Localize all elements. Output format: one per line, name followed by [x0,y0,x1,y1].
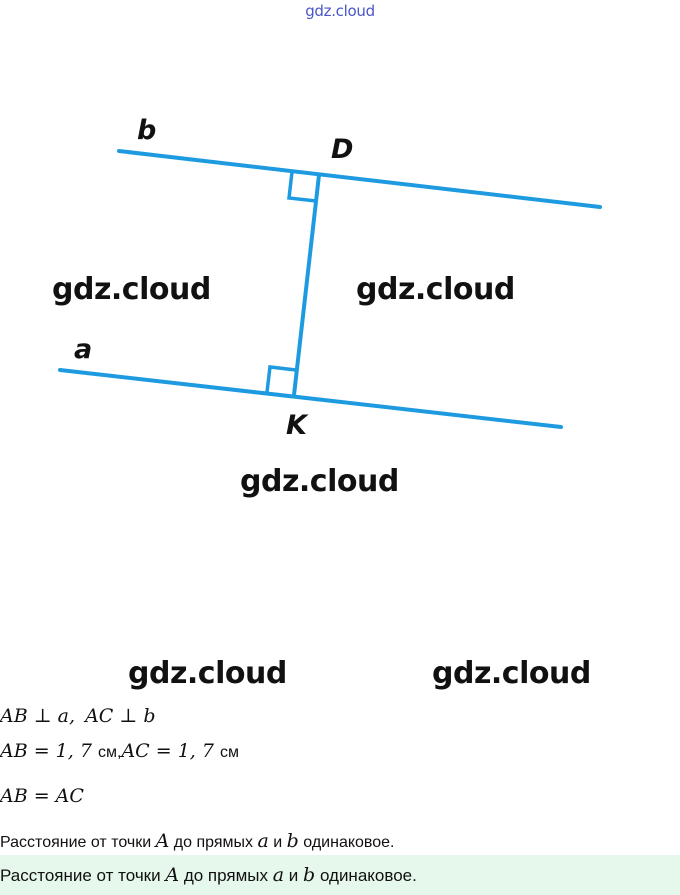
watermark: gdz.cloud [432,656,591,691]
line-a [58,368,563,429]
answer-part: до прямых [183,866,268,885]
math-ac: AC [85,705,114,727]
watermark: gdz.cloud [356,272,515,307]
var-line-a: a [272,864,285,886]
top-watermark: gdz.cloud [305,2,375,20]
answer-part: и [288,866,299,885]
sentence-part: Расстояние от точки [0,834,152,851]
length-statement: AB = 1, 7 см,AC = 1, 7 см [0,740,239,762]
var-a-point: A [165,864,180,886]
math-ab: AB [0,705,28,727]
answer-part: одинаковое. [319,866,417,885]
math-a: a, [57,705,76,727]
perp-symbol: ⊥ [119,705,138,727]
var-line-b: b [286,830,299,852]
sentence-part: одинаковое. [303,834,395,851]
var-line-a: a [257,830,269,852]
line-b [117,149,602,209]
watermark: gdz.cloud [128,656,287,691]
answer-part: Расстояние от точки [0,866,161,885]
label-d: D [331,134,353,165]
label-a: a [74,334,92,365]
label-k: K [286,410,309,441]
conclusion-sentence: Расстояние от точки A до прямых a и b од… [0,830,394,852]
watermark: gdz.cloud [240,464,399,499]
label-b: b [137,115,156,146]
answer-box: Расстояние от точки A до прямых a и b од… [0,855,680,895]
answer-sentence: Расстояние от точки A до прямых a и b од… [0,864,417,886]
math-b: b [143,705,156,727]
perpendicular-statement: AB ⊥ a, AC ⊥ b [0,705,155,727]
segment-dk [292,173,321,397]
sentence-part: и [273,834,283,851]
var-line-b: b [303,864,316,886]
math-ac-length: AC = 1, 7 [121,740,214,762]
equality-statement: AB = AC [0,785,84,807]
unit-cm: см [220,744,240,761]
math-ab-length: AB = 1, 7 [0,740,92,762]
perp-symbol: ⊥ [33,705,52,727]
watermark: gdz.cloud [52,272,211,307]
right-angle-k [265,365,297,393]
geometry-diagram: b D a K [58,115,602,441]
right-angle-d [287,171,317,203]
unit-cm: см [98,744,117,761]
sentence-part: до прямых [173,834,254,851]
var-a-point: A [155,830,170,852]
comma: , [117,744,122,761]
